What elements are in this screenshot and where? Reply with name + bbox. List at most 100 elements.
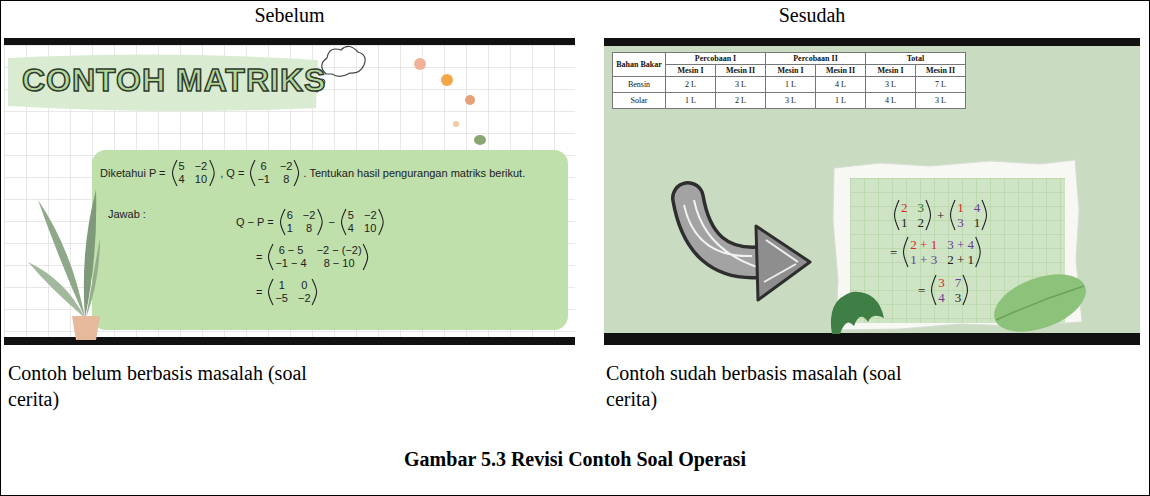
bracket-stroke [963, 275, 968, 305]
table-cell: 1 L [816, 93, 866, 109]
matrix-entry: 1 [974, 215, 981, 230]
matrix-entry: 8 [306, 222, 312, 235]
torn-paper [833, 160, 1082, 330]
matrix-entry: 2 + 1 [947, 252, 974, 267]
table-row: Bahan BakarPercobaan IPercobaan IITotal [613, 53, 966, 65]
matrix-entry: −1 − 4 [275, 257, 306, 270]
decor-dot [441, 74, 453, 86]
table-cell: Total [866, 53, 966, 65]
table-cell: 3 L [866, 77, 916, 93]
bracket-stroke [932, 275, 937, 305]
cell-text: 3 L [935, 96, 946, 105]
cell-text: Mesin II [826, 66, 855, 75]
matrix-entry: −2 [303, 209, 316, 222]
slide-bars [4, 38, 575, 345]
plant-leaf [84, 190, 96, 318]
equation-text: = [256, 251, 262, 264]
cell-text: Bahan Bakar [616, 60, 662, 69]
table-cell: Mesin II [716, 65, 766, 77]
cell-text: Bensin [628, 80, 650, 89]
matrix-entry: 1 [287, 222, 293, 235]
plant-leaf [86, 238, 100, 318]
matrix-entry: 3 [955, 290, 962, 305]
cell-text: Percobaan II [793, 54, 838, 63]
matrix-entry: 2 + 1 [910, 237, 937, 252]
matrix-entry: −2 [364, 209, 377, 222]
matrix: 2 + 13 + 41 + 32 + 1 [902, 236, 982, 268]
matrix-entry: 2 [918, 215, 925, 230]
cell-text: Mesin I [878, 66, 904, 75]
bracket-stroke [895, 200, 900, 230]
slide-frame: Jawab :Diketahui P =5−2410, Q =6−2−18Q −… [4, 38, 575, 345]
table-cell: 4 L [866, 93, 916, 109]
matrix-bracket [930, 274, 969, 306]
cell-text: Percobaan I [695, 54, 736, 63]
figure-caption: Gambar 5.3 Revisi Contoh Soal Operasi [0, 448, 1150, 471]
equation-text: = [890, 245, 897, 260]
plant-leaf [38, 200, 85, 318]
matrix: 3743 [930, 274, 969, 306]
matrix-entry: −2 [280, 160, 293, 173]
equation-row: =2 + 13 + 41 + 32 + 1 [890, 236, 982, 268]
bracket-stroke [341, 209, 346, 235]
matrix: 2312 [893, 199, 932, 231]
bracket-stroke [269, 279, 274, 305]
table-cell: Mesin I [666, 65, 716, 77]
bracket-stroke [317, 209, 322, 235]
table-row: Bensin2 L3 L1 L4 L3 L7 L [613, 77, 966, 93]
leaves [831, 263, 1094, 343]
cell-text: 2 L [685, 80, 696, 89]
matrix: 5−2410 [340, 208, 385, 236]
cloud-doodle [322, 46, 365, 76]
equation-row: 2312+1431 [893, 199, 988, 231]
matrix: 6−218 [279, 208, 324, 236]
decor-dot [453, 121, 459, 127]
equation-text: − [328, 216, 334, 229]
paper-grid [850, 178, 1065, 323]
matrix-entry: 3 [918, 200, 925, 215]
equation-row: = 3743 [918, 274, 969, 306]
matrix-bracket [171, 159, 216, 187]
matrix-entry: 4 [348, 222, 354, 235]
cell-text: 3 L [885, 80, 896, 89]
matrix-entry: 3 [938, 275, 945, 290]
table-cell: Percobaan I [666, 53, 766, 65]
cell-text: 3 L [785, 96, 796, 105]
table-cell: Mesin I [766, 65, 816, 77]
matrix-entry: 1 + 3 [910, 252, 937, 267]
table-cell: Bahan Bakar [613, 53, 666, 77]
bracket-stroke [269, 244, 274, 270]
matrix-entry: 4 [938, 290, 945, 305]
matrix-entry: 8 − 10 [324, 257, 355, 270]
cell-text: 2 L [735, 96, 746, 105]
matrix-entry: 6 [261, 160, 267, 173]
cell-text: 4 L [835, 80, 846, 89]
bracket-stroke [209, 160, 214, 186]
equation-text: = [256, 286, 262, 299]
equation-row: =6 − 5−2 − (−2)−1 − 48 − 10 [256, 243, 370, 271]
matrix-entry: 10 [195, 173, 207, 186]
data-table: Bahan BakarPercobaan IPercobaan IITotalM… [612, 52, 966, 109]
table-cell: Percobaan II [766, 53, 866, 65]
bracket-stroke [976, 237, 981, 267]
table-cell: Bensin [613, 77, 666, 93]
paper-grid [850, 178, 1065, 323]
cell-text: 1 L [685, 96, 696, 105]
decor-dot [465, 95, 475, 105]
table-cell: 7 L [916, 77, 966, 93]
answer-label: Jawab : [108, 208, 146, 221]
bracket-stroke [982, 200, 987, 230]
matrix: 6 − 5−2 − (−2)−1 − 48 − 10 [267, 243, 369, 271]
paper-sheet: 2312+1431=2 + 13 + 41 + 32 + 1=3743 [832, 160, 1080, 328]
table-cell: Mesin II [916, 65, 966, 77]
matrix-bracket [267, 278, 318, 306]
cell-text: 4 L [885, 96, 896, 105]
table-row: Solar1 L2 L3 L1 L4 L3 L [613, 93, 966, 109]
slide-ground [4, 45, 575, 337]
matrix-entry: 3 + 4 [947, 237, 974, 252]
sketch-arrow [756, 226, 810, 300]
equation-text: = [918, 283, 925, 298]
table-cell: 4 L [816, 77, 866, 93]
